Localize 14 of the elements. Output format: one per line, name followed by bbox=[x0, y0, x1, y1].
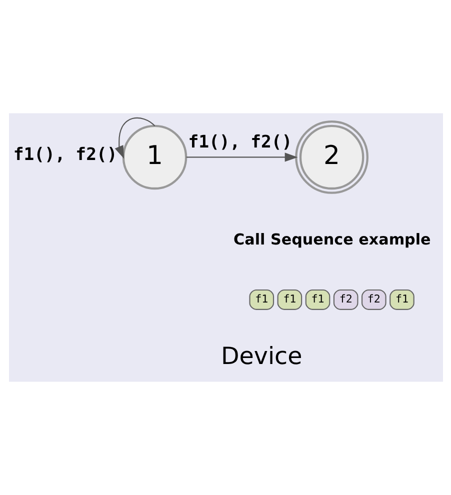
arrow bbox=[186, 152, 298, 162]
node-box: f1 bbox=[248, 289, 274, 310]
node-circle: 2 bbox=[294, 120, 368, 194]
node-box: f1 bbox=[304, 289, 330, 310]
arrow bbox=[114, 117, 155, 159]
label: Call Sequence example bbox=[233, 230, 430, 248]
edge-label: f1(), f2() bbox=[12, 145, 117, 166]
node-box: f2 bbox=[360, 289, 386, 310]
node-box: f1 bbox=[276, 289, 302, 310]
node-circle: 1 bbox=[122, 124, 187, 190]
node-box: f2 bbox=[332, 289, 358, 310]
node-box: f1 bbox=[389, 289, 414, 310]
edge-label: f1(), f2() bbox=[188, 132, 292, 152]
label: Device bbox=[220, 342, 302, 370]
